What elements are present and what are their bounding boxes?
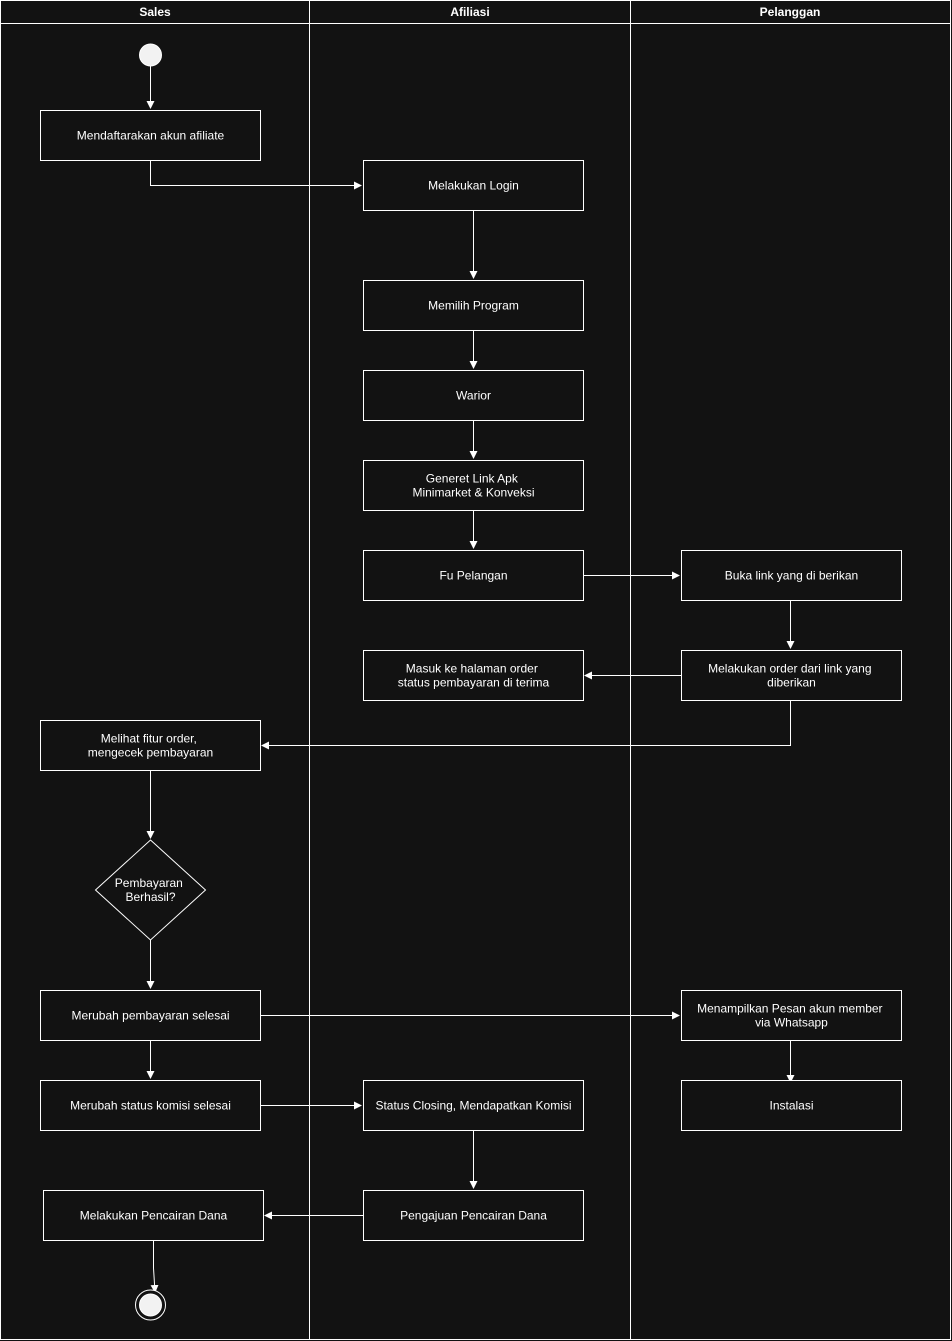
- node-register-label: Mendaftarakan akun afiliate: [77, 129, 225, 143]
- node-withdraw-request-box: [363, 1190, 584, 1241]
- node-generate-link-label: Generet Link Apk Minimarket & Konveksi: [412, 472, 534, 500]
- node-commission-done: Merubah status komisi selesai: [40, 1080, 261, 1131]
- node-place-order-label: Melakukan order dari link yang diberikan: [708, 662, 875, 690]
- node-login: Melakukan Login: [363, 160, 584, 211]
- node-closing-status-label: Status Closing, Mendapatkan Komisi: [375, 1099, 571, 1113]
- node-order-page-label: Masuk ke halaman order status pembayaran…: [398, 662, 550, 690]
- node-fu-customer-box: [363, 550, 584, 601]
- node-check-payment-label: Melihat fitur order, mengecek pembayaran: [88, 732, 213, 760]
- node-open-link-label: Buka link yang di berikan: [725, 569, 858, 583]
- node-open-link-box: [681, 550, 902, 601]
- end-node-inner-dot: [139, 1293, 162, 1317]
- node-withdraw-request: Pengajuan Pencairan Dana: [363, 1190, 584, 1241]
- lane-afiliasi-title: Afiliasi: [450, 5, 489, 19]
- end-node: [135, 1289, 166, 1321]
- lane-sales-title: Sales: [139, 5, 171, 19]
- node-withdraw: Melakukan Pencairan Dana: [43, 1190, 264, 1241]
- node-member-message-label: Menampilkan Pesan akun member via Whatsa…: [697, 1002, 886, 1030]
- lane-pelanggan-frame: [630, 0, 951, 1340]
- node-choose-program-label: Memilih Program: [428, 299, 519, 313]
- node-choose-program: Memilih Program: [363, 280, 584, 331]
- node-payment-decision: Pembayaran Berhasil?: [94, 839, 207, 941]
- node-payment-done-label: Merubah pembayaran selesai: [71, 1009, 229, 1023]
- node-payment-done: Merubah pembayaran selesai: [40, 990, 261, 1041]
- node-login-box: [363, 160, 584, 211]
- node-warior-box: [363, 370, 584, 421]
- node-installation: Instalasi: [681, 1080, 902, 1131]
- node-closing-status: Status Closing, Mendapatkan Komisi: [363, 1080, 584, 1131]
- node-order-page: Masuk ke halaman order status pembayaran…: [363, 650, 584, 701]
- node-place-order-box: [681, 650, 902, 701]
- node-choose-program-box: [363, 280, 584, 331]
- node-fu-customer: Fu Pelangan: [363, 550, 584, 601]
- lane-pelanggan: Pelanggan: [630, 0, 951, 1340]
- node-closing-status-box: [363, 1080, 584, 1131]
- node-payment-decision-diamond: [94, 839, 207, 941]
- node-order-page-box: [363, 650, 584, 701]
- lane-pelanggan-title: Pelanggan: [760, 5, 821, 19]
- node-installation-box: [681, 1080, 902, 1131]
- start-node: [139, 43, 162, 67]
- connector-order-to-check-payment: [261, 700, 791, 750]
- node-register: Mendaftarakan akun afiliate: [40, 110, 261, 161]
- node-warior: Warior: [363, 370, 584, 421]
- node-withdraw-label: Melakukan Pencairan Dana: [80, 1209, 228, 1223]
- node-generate-link: Generet Link Apk Minimarket & Konveksi: [363, 460, 584, 511]
- node-withdraw-box: [43, 1190, 264, 1241]
- node-member-message: Menampilkan Pesan akun member via Whatsa…: [681, 990, 902, 1041]
- node-check-payment: Melihat fitur order, mengecek pembayaran: [40, 720, 261, 771]
- node-fu-customer-label: Fu Pelangan: [439, 569, 507, 583]
- node-member-message-box: [681, 990, 902, 1041]
- node-open-link: Buka link yang di berikan: [681, 550, 902, 601]
- node-payment-decision-label: Pembayaran Berhasil?: [115, 876, 186, 904]
- connector-withdraw-to-end: [150, 1241, 159, 1293]
- node-installation-label: Instalasi: [769, 1099, 813, 1113]
- node-place-order: Melakukan order dari link yang diberikan: [681, 650, 902, 701]
- node-check-payment-box: [40, 720, 261, 771]
- node-payment-done-box: [40, 990, 261, 1041]
- connector-register-to-login: [150, 160, 362, 190]
- node-register-box: [40, 110, 261, 161]
- node-generate-link-box: [363, 460, 584, 511]
- node-login-label: Melakukan Login: [428, 179, 519, 193]
- node-commission-done-box: [40, 1080, 261, 1131]
- node-withdraw-request-label: Pengajuan Pencairan Dana: [400, 1209, 547, 1223]
- node-warior-label: Warior: [456, 389, 491, 403]
- node-commission-done-label: Merubah status komisi selesai: [70, 1099, 231, 1113]
- connectors: [146, 66, 795, 1293]
